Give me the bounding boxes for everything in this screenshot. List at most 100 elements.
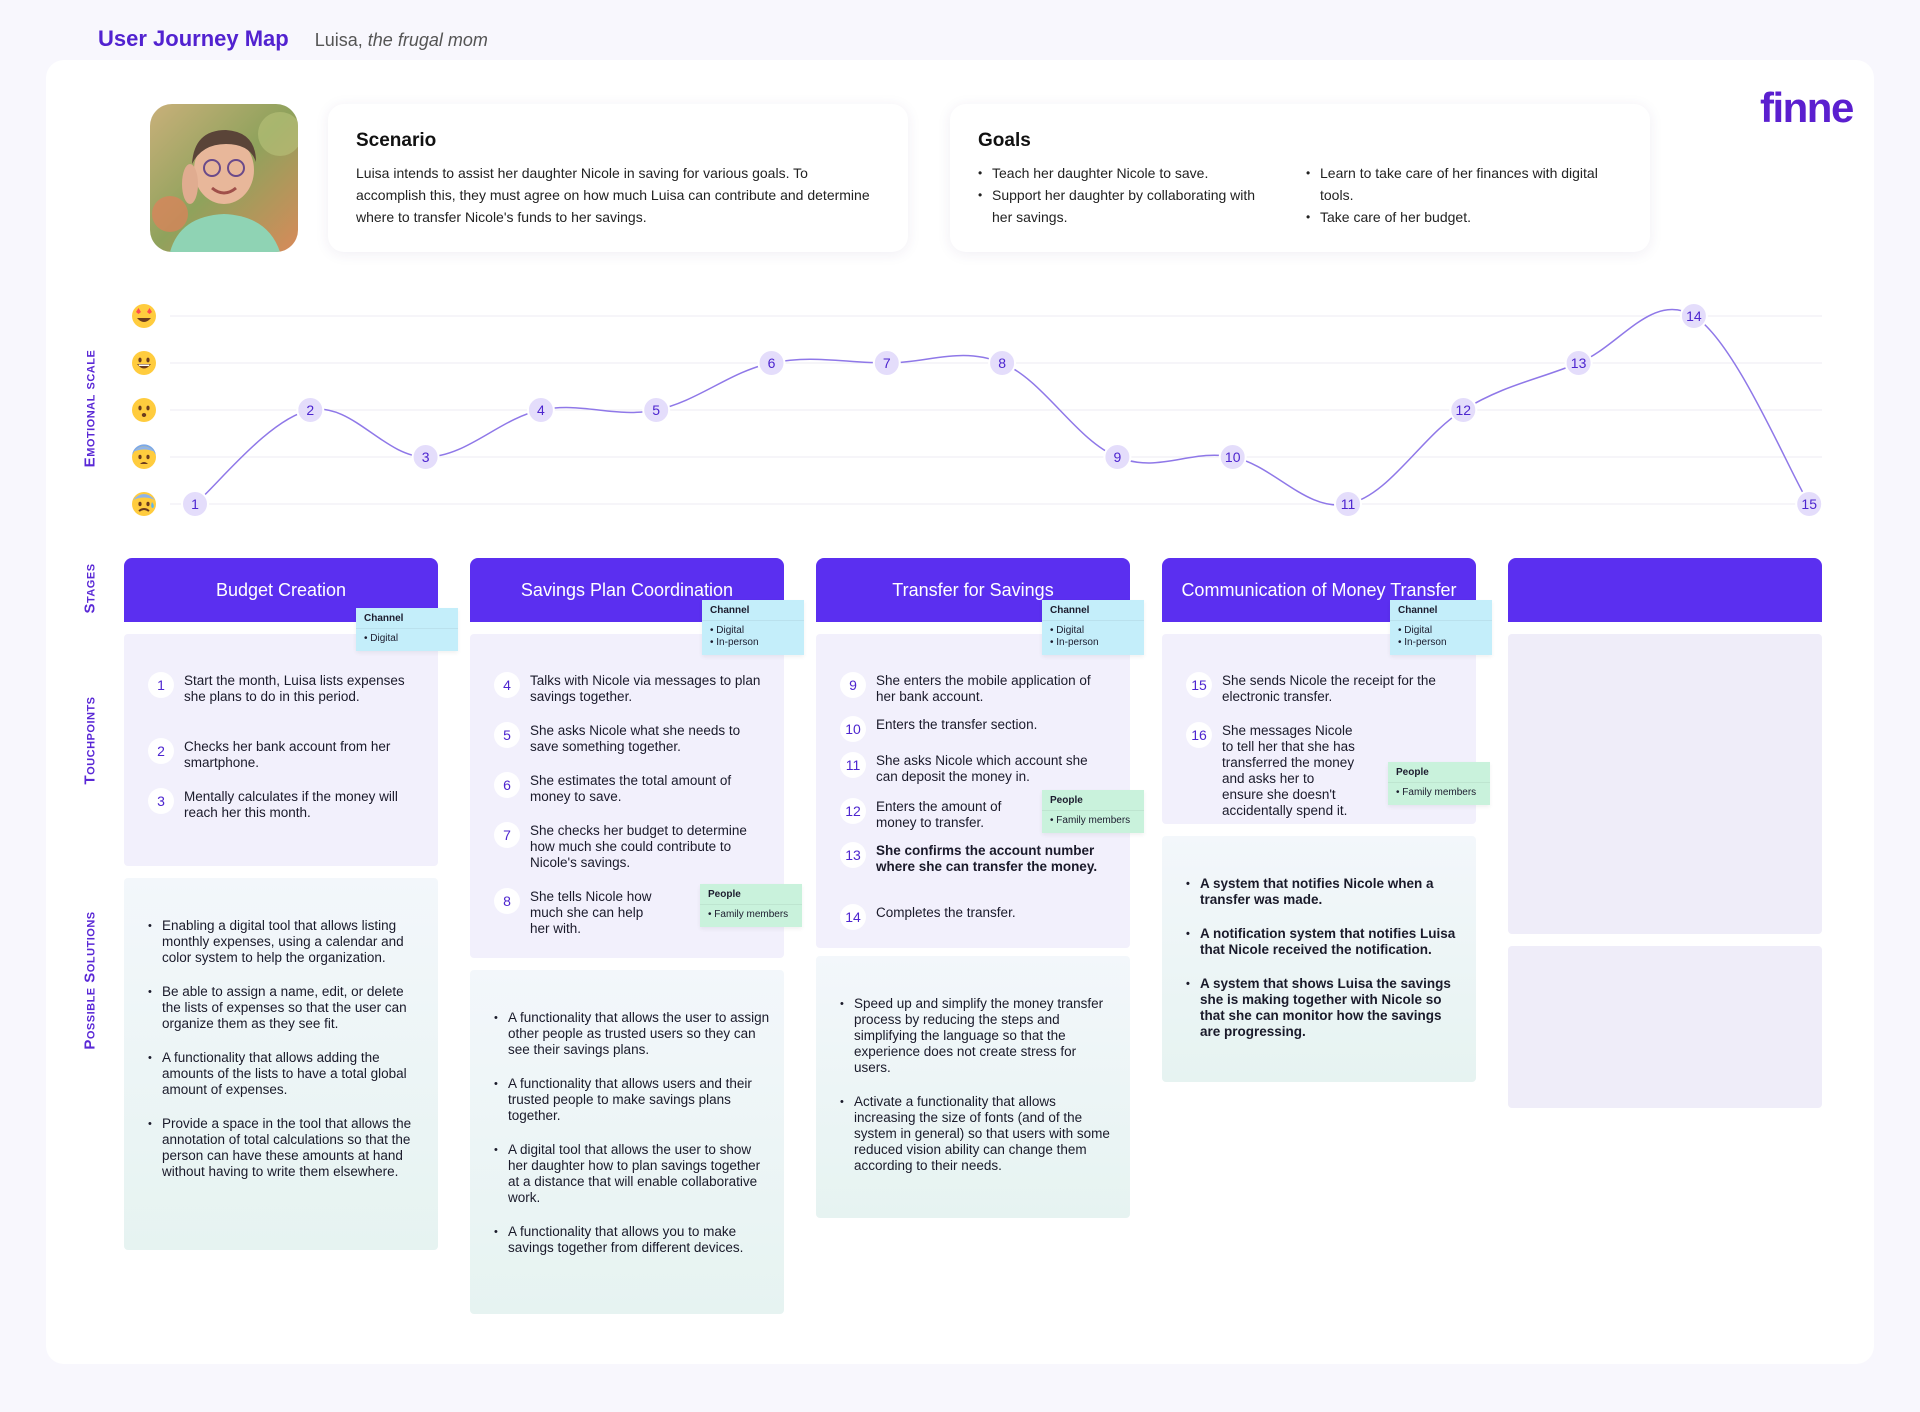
goals-column-2: Learn to take care of her finances with … [1306, 162, 1606, 228]
touchpoint-number: 10 [840, 716, 866, 742]
emotion-point-marker [1334, 490, 1362, 518]
scenario-title: Scenario [356, 130, 437, 151]
emotion-point-12: 12 [1449, 396, 1478, 424]
emotion-point-marker [1103, 443, 1132, 471]
stage-title: Savings Plan Coordination [520, 579, 734, 600]
sticky-title: Channel [364, 613, 404, 624]
emotion-point-label: 8 [998, 355, 1006, 371]
solution-item: A digital tool that allows the user to s… [494, 1142, 770, 1206]
goal-item: Take care of her budget. [1306, 206, 1606, 228]
sticky-value: • Family members [708, 909, 789, 920]
sticky-title: People [708, 889, 741, 900]
emotion-point-15: 15 [1795, 490, 1824, 518]
channel-sticky: Channel • Digital• In-person [702, 600, 804, 655]
solutions-list-4: A system that notifies Nicole when a tra… [1186, 876, 1462, 1058]
sticky-value: • Digital [710, 625, 745, 636]
touchpoint-item: 8 She tells Nicole how much she can help … [494, 888, 664, 937]
solution-item: A functionality that allows you to make … [494, 1224, 770, 1256]
solution-item: A system that notifies Nicole when a tra… [1186, 876, 1462, 908]
solution-item: Be able to assign a name, edit, or delet… [148, 984, 424, 1032]
touchpoint-text: Mentally calculates if the money will re… [184, 789, 398, 820]
emotion-point-marker [1679, 302, 1708, 330]
channel-sticky: Channel • Digital• In-person [1042, 600, 1144, 655]
touchpoint-number: 1 [148, 672, 174, 698]
touchpoint-text: She tells Nicole how much she can help h… [530, 889, 652, 936]
emotion-point-label: 11 [1341, 496, 1356, 512]
solutions-panel-5 [1508, 946, 1822, 1108]
touchpoint-item: 1 Start the month, Luisa lists expenses s… [148, 672, 418, 705]
persona-subtitle: Luisa, the frugal mom [315, 30, 488, 51]
touchpoint-number: 13 [840, 842, 866, 868]
touchpoint-item: 14 Completes the transfer. [840, 904, 1110, 930]
sticky-title: Channel [1050, 605, 1090, 616]
touchpoint-number: 7 [494, 822, 520, 848]
emotion-point-6: 6 [757, 349, 786, 377]
sticky-value: • In-person [710, 637, 759, 648]
solution-item: Provide a space in the tool that allows … [148, 1116, 424, 1180]
sticky-value: • Digital [1050, 625, 1085, 636]
touchpoint-text: Start the month, Luisa lists expenses sh… [184, 673, 405, 704]
page-title: User Journey Map [98, 26, 289, 51]
emotion-point-label: 4 [537, 402, 545, 418]
stage-title: Transfer for Savings [892, 579, 1054, 600]
emotion-point-label: 7 [883, 355, 891, 371]
emotion-point-7: 7 [872, 349, 901, 377]
solutions-list-1: Enabling a digital tool that allows list… [148, 918, 424, 1198]
touchpoint-number: 15 [1186, 672, 1212, 698]
emotion-point-label: 1 [191, 496, 199, 512]
touchpoint-number: 2 [148, 738, 174, 764]
solution-item: Speed up and simplify the money transfer… [840, 996, 1116, 1076]
goal-item: Teach her daughter Nicole to save. [978, 162, 1278, 184]
emotion-point-marker [988, 349, 1017, 377]
solution-item: A system that shows Luisa the savings sh… [1186, 976, 1462, 1040]
touchpoint-text: Talks with Nicole via messages to plan s… [530, 673, 761, 704]
touchpoint-number: 5 [494, 722, 520, 748]
emotion-point-marker [1218, 443, 1247, 471]
solution-item: A functionality that allows the user to … [494, 1010, 770, 1058]
touchpoint-number: 8 [494, 888, 520, 914]
solution-item: A notification system that notifies Luis… [1186, 926, 1462, 958]
emotion-point-label: 15 [1801, 496, 1817, 512]
emotion-point-marker [1564, 349, 1593, 377]
touchpoint-number: 3 [148, 788, 174, 814]
emotion-point-label: 12 [1456, 402, 1472, 418]
emotion-point-9: 9 [1103, 443, 1132, 471]
touchpoint-text: She messages Nicole to tell her that she… [1222, 723, 1355, 818]
emotion-point-13: 13 [1564, 349, 1593, 377]
touchpoint-number: 9 [840, 672, 866, 698]
touchpoint-text: Enters the amount of money to transfer. [876, 799, 1002, 830]
people-sticky: People • Family members [700, 884, 802, 927]
anxious-sweat-face-icon [132, 492, 156, 516]
touchpoint-number: 14 [840, 904, 866, 930]
emotion-point-marker [1449, 396, 1478, 424]
touchpoint-item: 13 She confirms the account number where … [840, 842, 1110, 875]
goal-item: Learn to take care of her finances with … [1306, 162, 1606, 206]
persona-name: Luisa, [314, 30, 363, 50]
touchpoint-text: She checks her budget to determine how m… [530, 823, 747, 870]
sticky-title: People [1396, 767, 1429, 778]
emotion-point-label: 13 [1571, 355, 1587, 371]
stage-title: Communication of Money Transfer [1181, 579, 1457, 600]
touchpoint-number: 6 [494, 772, 520, 798]
goals-card: Goals Teach her daughter Nicole to save.… [950, 104, 1650, 252]
sticky-value: • In-person [1050, 637, 1099, 648]
emotion-point-8: 8 [988, 349, 1017, 377]
goal-item: Support her daughter by collaborating wi… [978, 184, 1278, 228]
solution-item: A functionality that allows users and th… [494, 1076, 770, 1124]
scenario-card: Scenario Luisa intends to assist her dau… [328, 104, 908, 252]
emotion-point-marker [526, 396, 555, 424]
emotion-point-marker [181, 490, 209, 518]
sticky-value: • Family members [1396, 787, 1477, 798]
touchpoint-text: She confirms the account number where sh… [876, 843, 1098, 874]
goals-column-1: Teach her daughter Nicole to save. Suppo… [978, 162, 1278, 228]
sticky-value: • Digital [364, 633, 399, 644]
touchpoint-text: Completes the transfer. [876, 905, 1016, 920]
people-sticky: People • Family members [1388, 762, 1490, 805]
